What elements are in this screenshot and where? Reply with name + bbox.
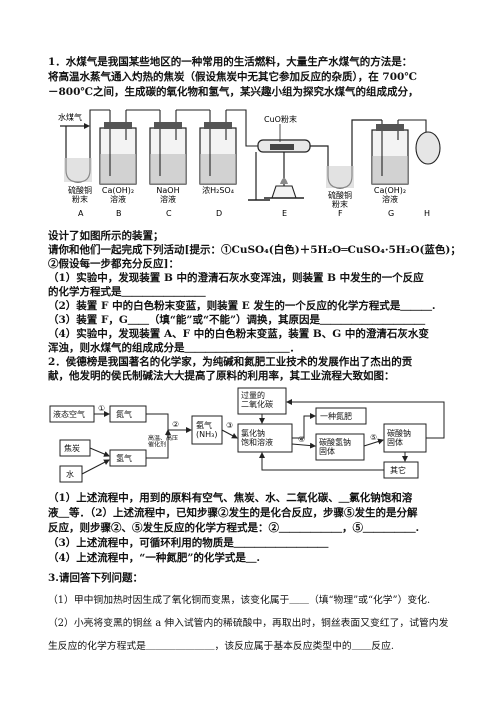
flow-na2co3: 碳酸钠固体 bbox=[387, 428, 411, 447]
label-a: 硫酸铜粉末 bbox=[68, 185, 92, 204]
flow-svg: 液态空气 氮气 焦炭 水 氢气 高温、高压催化剂 氨气(NH₃) 过量的二氧化碳… bbox=[49, 387, 445, 483]
q1-line-9: （2）装置 F 中的白色粉末变蓝，则装置 E 发生的一个反应的化学方程式是＿＿＿… bbox=[48, 300, 436, 312]
heated-tube-e bbox=[248, 139, 311, 201]
letter-h: H bbox=[424, 209, 430, 218]
flow-step-2: ② bbox=[172, 420, 179, 429]
label-d: 浓H₂SO₄ bbox=[202, 186, 234, 195]
flow-condition: 高温、高压催化剂 bbox=[148, 434, 178, 449]
q1-line-4: 设计了如图所示的装置； bbox=[48, 230, 164, 242]
letter-g: G bbox=[388, 209, 394, 218]
flow-n2: 氮气 bbox=[116, 409, 132, 419]
q2-line-4: 液＿等．（2）上述流程中，已知步骤②发生的是化合反应，步骤⑤发生的是分解 bbox=[48, 507, 418, 519]
q2-line-5: 反应，则步骤②、⑤发生反应的化学方程式是：②＿＿＿＿＿＿，⑤＿＿＿＿＿. bbox=[48, 522, 420, 534]
q2-line-6: （3）上述流程中，可循环利用的物质是＿＿＿＿＿＿＿＿＿ bbox=[48, 537, 329, 549]
box-nahco3 bbox=[315, 433, 365, 461]
letter-d: D bbox=[216, 209, 222, 218]
q2-line-1: 2．侯德榜是我国著名的化学家，为纯碱和氮肥工业技术的发展作出了杰出的贡 bbox=[48, 356, 413, 368]
flow-step-1: ① bbox=[98, 404, 105, 413]
q1-line-7: （1）实验中，发现装置 B 中的澄清石灰水变浑浊，则装置 B 中发生的一个反应 bbox=[48, 272, 424, 284]
bottle-d bbox=[199, 110, 237, 185]
q1-line-8: 的化学方程式是＿＿＿＿＿＿＿＿ bbox=[48, 286, 206, 298]
flow-coke: 焦炭 bbox=[64, 443, 80, 453]
q1-line-10: （3）装置 F，G＿＿（填“能”或“不能”）调换，其原因是＿＿＿＿＿＿＿＿＿＿ bbox=[48, 314, 426, 326]
box-ammonia bbox=[191, 415, 223, 445]
q3-line-4: 生反应的化学方程式是＿＿＿＿＿＿＿，该反应属于基本反应类型中的＿＿反应. bbox=[48, 641, 395, 652]
flow-step-4: ④ bbox=[298, 435, 305, 444]
flow-air: 液态空气 bbox=[53, 409, 85, 419]
apparatus-figure: 水煤气 bbox=[58, 100, 458, 220]
q1-line-12: 浑浊，则水煤气的组成成分是＿＿＿＿＿＿＿＿＿＿． bbox=[48, 342, 300, 354]
letter-a: A bbox=[78, 209, 84, 218]
q1-line-11: （4）实验中，发现装置 A、F 中的白色粉末变蓝，装置 B、G 中的澄清石灰水变 bbox=[48, 328, 429, 340]
q3-line-3: （2）小亮将变黑的铜丝 a 伸入试管内的稀硫酸中，再取出时，铜丝表面又变红了，试… bbox=[48, 618, 449, 629]
q1-line-6: ②假设每一步都充分反应]： bbox=[48, 258, 179, 270]
box-nacl bbox=[237, 423, 293, 453]
flow-nacl: 氯化钠饱和溶液 bbox=[241, 428, 273, 447]
letter-c: C bbox=[166, 209, 172, 218]
q1-line-3: －800℃之间，生成碳的氧化物和氢气，某兴趣小组为探究水煤气的组成成分， bbox=[48, 86, 419, 98]
bottle-c bbox=[149, 110, 187, 185]
bottle-b bbox=[99, 110, 137, 185]
flow-figure: 液态空气 氮气 焦炭 水 氢气 高温、高压催化剂 氨气(NH₃) 过量的二氧化碳… bbox=[48, 384, 458, 490]
flow-co2: 过量的二氧化碳 bbox=[241, 390, 273, 409]
q3-line-2: （1）甲中铜加热时因生成了氧化铜而变黑，该变化属于＿＿（填“物理”或“化学”）变… bbox=[48, 595, 431, 606]
balloon-h bbox=[415, 131, 441, 165]
flow-nahco3: 碳酸氢钠固体 bbox=[319, 437, 351, 456]
q1-line-5: 请你和他们一起完成下列活动[提示：①CuSO₄(白色)＋5H₂O═CuSO₄·5… bbox=[48, 244, 458, 256]
u-tube-a-filling bbox=[64, 158, 92, 182]
box-na2co3 bbox=[383, 423, 427, 453]
flow-h2: 氢气 bbox=[116, 453, 132, 463]
flow-step-3: ③ bbox=[226, 421, 233, 430]
box-co2 bbox=[237, 387, 287, 415]
letter-b: B bbox=[116, 209, 122, 218]
flow-ammonia: 氨气(NH₃) bbox=[196, 420, 217, 439]
q3-line-1: 3.请回答下列问题： bbox=[48, 572, 143, 584]
inlet-label: 水煤气 bbox=[58, 112, 82, 122]
apparatus-svg: 水煤气 bbox=[58, 109, 441, 218]
flow-water: 水 bbox=[66, 469, 74, 479]
q2-line-7: （4）上述流程中，“一种氮肥”的化学式是＿. bbox=[48, 552, 261, 564]
label-f: 硫酸铜粉末 bbox=[328, 190, 352, 209]
flow-fertilizer: 一种氮肥 bbox=[320, 411, 352, 421]
connecting-tubes bbox=[89, 109, 258, 147]
q2-line-3: （1）上述流程中，用到的原料有空气、焦炭、水、二氧化碳、＿氯化钠饱和溶 bbox=[48, 492, 413, 504]
q1-line-2: 将高温水蒸气通入灼热的焦炭（假设焦炭中无其它参加反应的杂质），在 700℃ bbox=[48, 71, 417, 83]
letter-e: E bbox=[282, 209, 287, 218]
u-tube-f-filling bbox=[326, 166, 354, 188]
inlet-arrowhead bbox=[84, 123, 90, 129]
flow-step-5: ⑤ bbox=[370, 433, 377, 442]
q2-line-2: 献，他发明的侯氏制碱法大大提高了原料的利用率，其工业流程大致如图： bbox=[48, 370, 395, 382]
flow-other: 其它 bbox=[390, 465, 406, 475]
cuo-label: CuO粉末 bbox=[264, 114, 297, 124]
tube-to-h bbox=[398, 119, 427, 134]
box-fertilizer bbox=[315, 407, 367, 425]
letter-f: F bbox=[338, 209, 343, 218]
bottle-g bbox=[371, 120, 409, 185]
q1-line-1: 1．水煤气是我国某些地区的一种常用的生活燃料，大量生产水煤气的方法是： bbox=[48, 56, 413, 68]
